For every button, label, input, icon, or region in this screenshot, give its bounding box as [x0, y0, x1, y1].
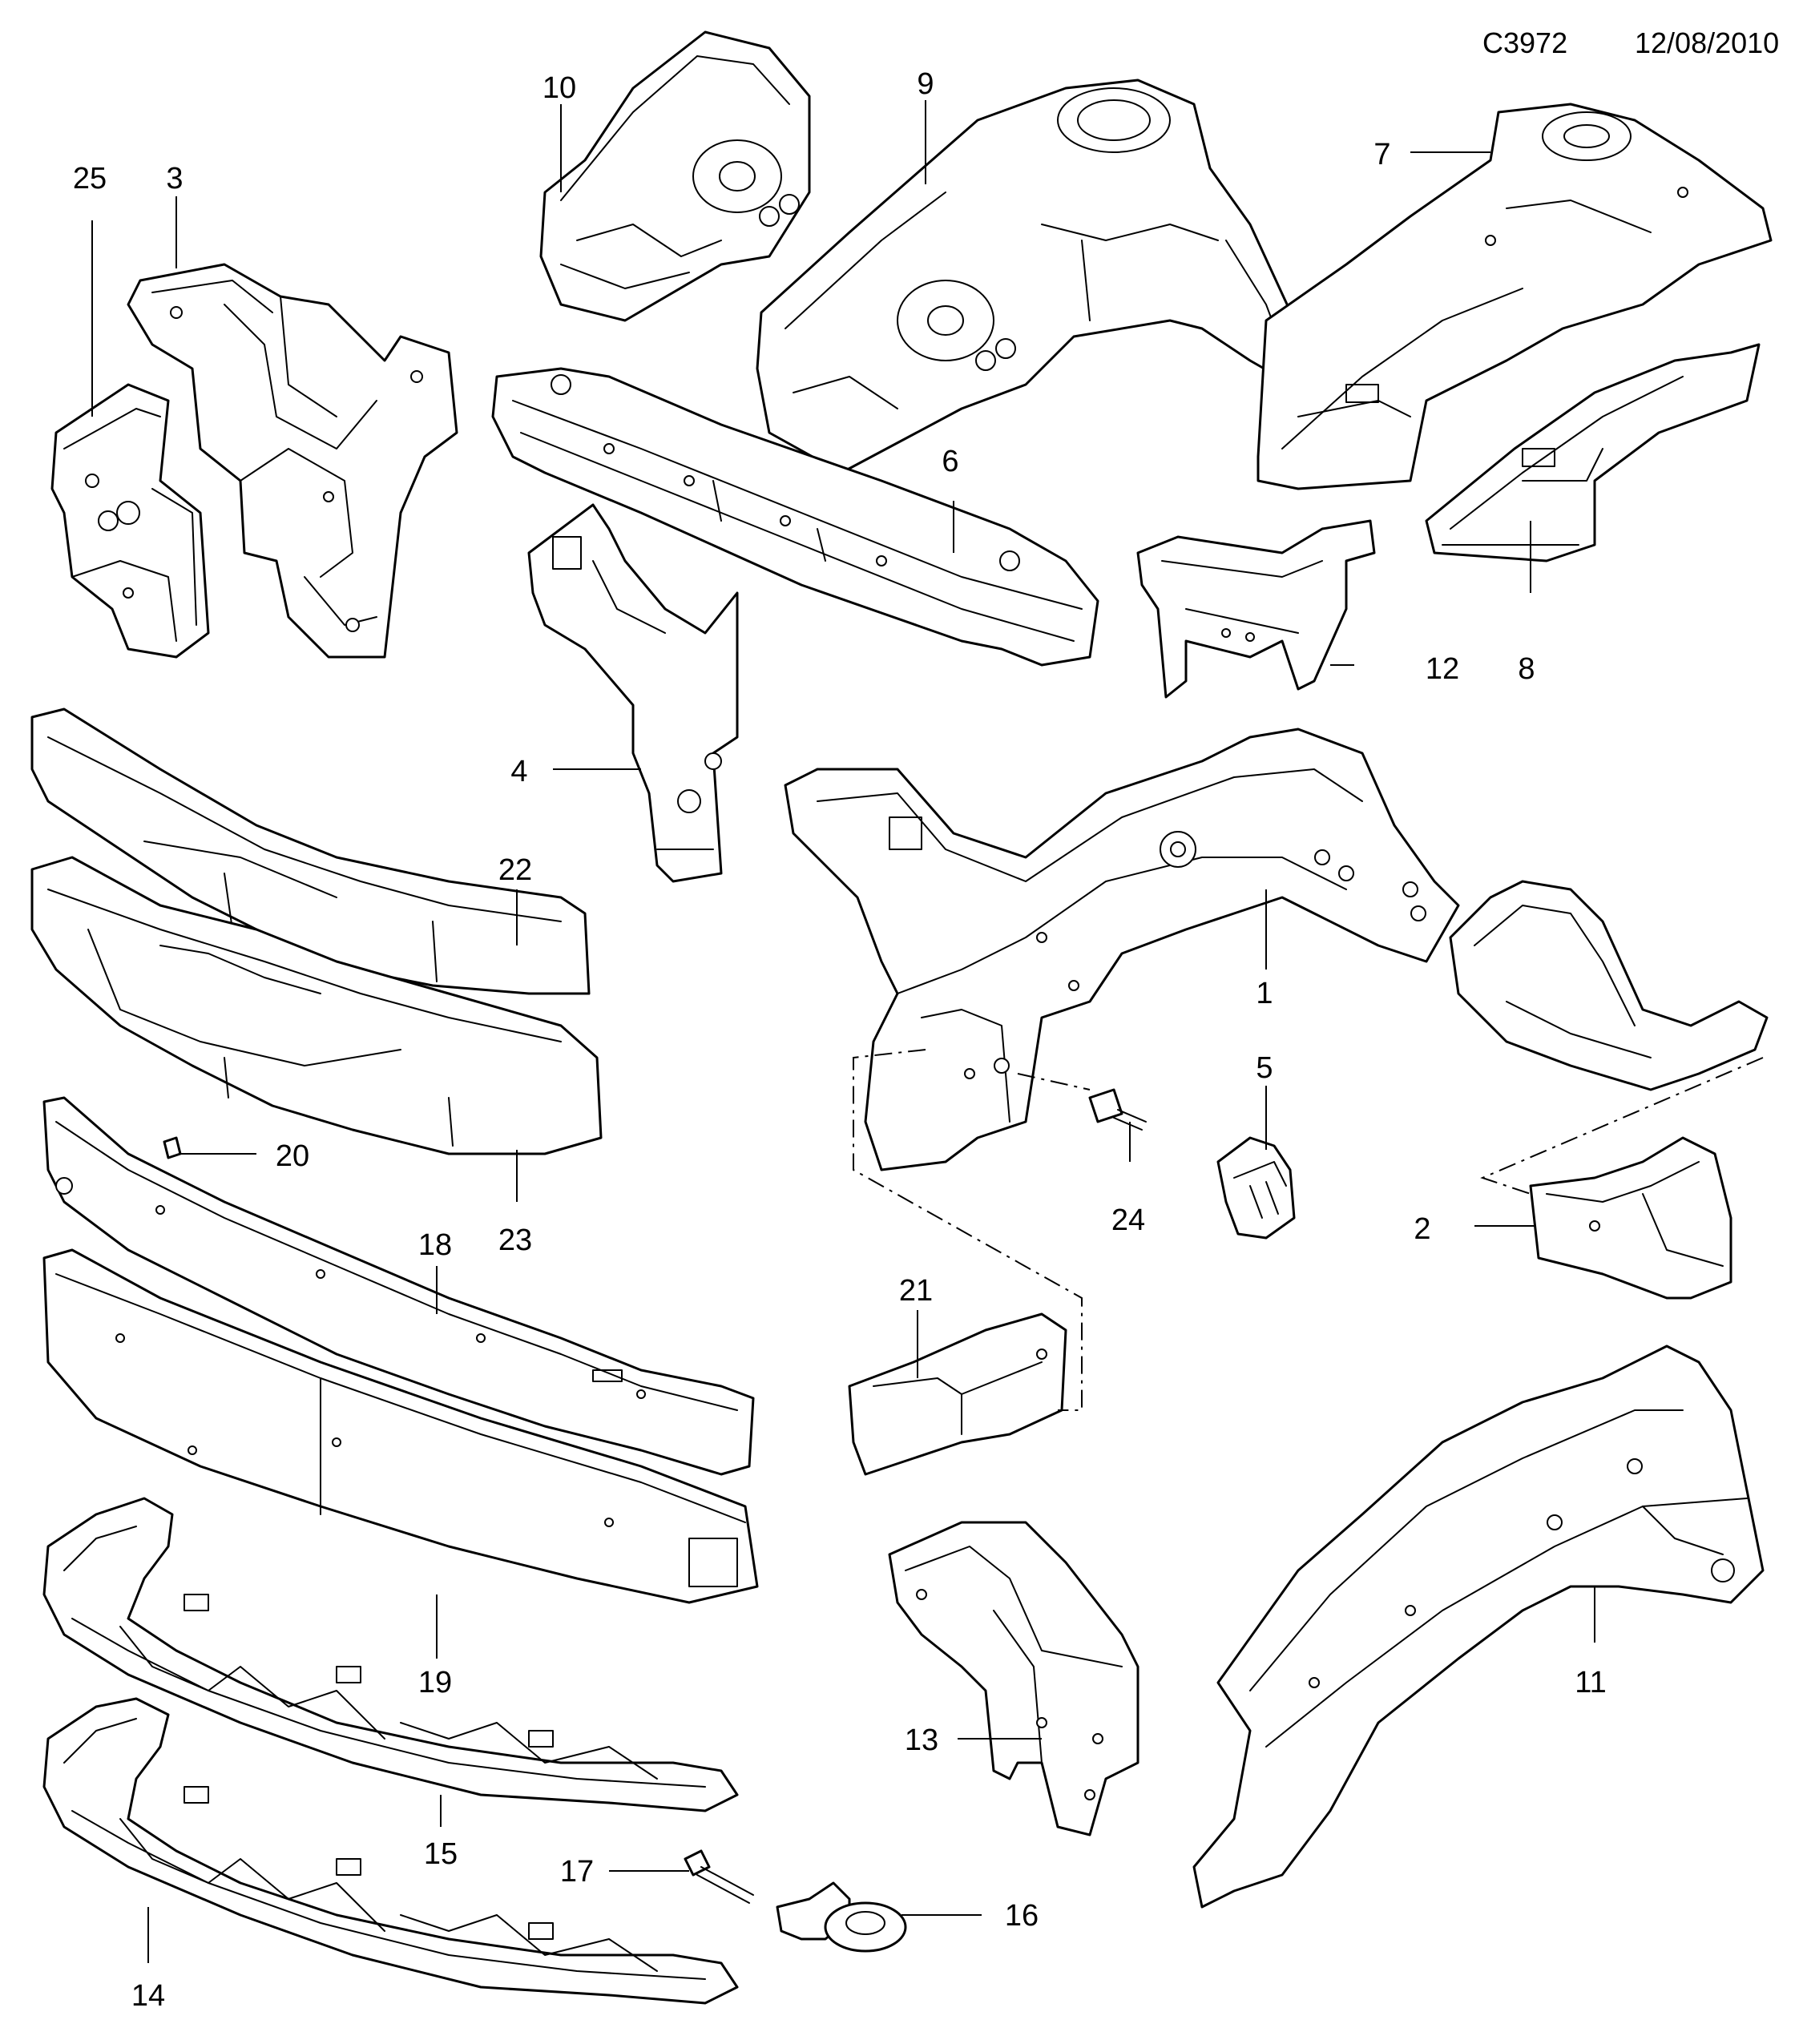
part-10-drawing	[539, 30, 811, 322]
part-23-drawing	[30, 856, 603, 1155]
part-20-drawing	[163, 1136, 182, 1159]
callout-labels: 1 2 3 4 5 6 7 8 9 10 11 12 13 14 15 16 1…	[73, 67, 1607, 2013]
callout-8: 8	[1518, 652, 1535, 686]
callout-11: 11	[1575, 1666, 1606, 1699]
callout-1: 1	[1256, 977, 1273, 1010]
callout-19: 19	[418, 1666, 452, 1699]
part-5-drawing	[1216, 1136, 1296, 1240]
part-3-drawing	[127, 263, 458, 659]
part-25-drawing	[50, 383, 210, 659]
part-2-drawing	[1529, 1136, 1732, 1300]
callout-4: 4	[510, 755, 527, 788]
callout-2: 2	[1414, 1212, 1430, 1246]
callout-3: 3	[166, 162, 183, 196]
part-13-drawing	[888, 1521, 1139, 1836]
callout-23: 23	[498, 1224, 532, 1257]
part-12-drawing	[1136, 519, 1376, 699]
callout-22: 22	[498, 853, 532, 887]
part-17-drawing	[684, 1849, 754, 1904]
callout-7: 7	[1373, 138, 1390, 171]
callout-21: 21	[899, 1274, 933, 1308]
callout-18: 18	[418, 1228, 452, 1262]
part-7-drawing	[1256, 103, 1773, 490]
callout-5: 5	[1256, 1051, 1273, 1085]
leader-lines	[91, 100, 1595, 1963]
part-14-drawing	[42, 1697, 739, 2005]
part-24-drawing	[1088, 1088, 1147, 1131]
assembly-lines	[853, 1049, 1764, 1411]
part-9-drawing	[756, 79, 1308, 474]
diagram-code: C3972	[1482, 26, 1567, 59]
part-6-drawing	[491, 367, 1099, 667]
callout-16: 16	[1005, 1899, 1039, 1933]
callout-17: 17	[560, 1855, 594, 1889]
callout-10: 10	[543, 71, 576, 105]
callout-12: 12	[1426, 652, 1459, 686]
callout-9: 9	[917, 67, 934, 101]
callout-13: 13	[905, 1723, 938, 1757]
callout-14: 14	[131, 1979, 165, 2013]
part-19-drawing	[42, 1248, 759, 1604]
callout-20: 20	[276, 1139, 309, 1173]
part-18-drawing	[42, 1096, 755, 1476]
part-16-drawing	[776, 1881, 907, 1953]
diagram-date: 12/08/2010	[1635, 26, 1779, 59]
diagram-header: C3972 12/08/2010	[1482, 26, 1779, 59]
part-21-drawing	[848, 1312, 1067, 1476]
callout-25: 25	[73, 162, 107, 196]
part-8-drawing	[1425, 343, 1761, 562]
part-4-drawing	[527, 503, 739, 883]
part-22-drawing	[30, 708, 591, 995]
part-11-drawing	[1192, 1345, 1765, 1909]
part-15-drawing	[42, 1497, 739, 1812]
callout-24: 24	[1111, 1203, 1145, 1237]
part-1-drawing	[784, 728, 1460, 1171]
callout-6: 6	[942, 445, 958, 478]
part-1-extension-drawing	[1449, 880, 1769, 1091]
callout-15: 15	[424, 1837, 458, 1871]
